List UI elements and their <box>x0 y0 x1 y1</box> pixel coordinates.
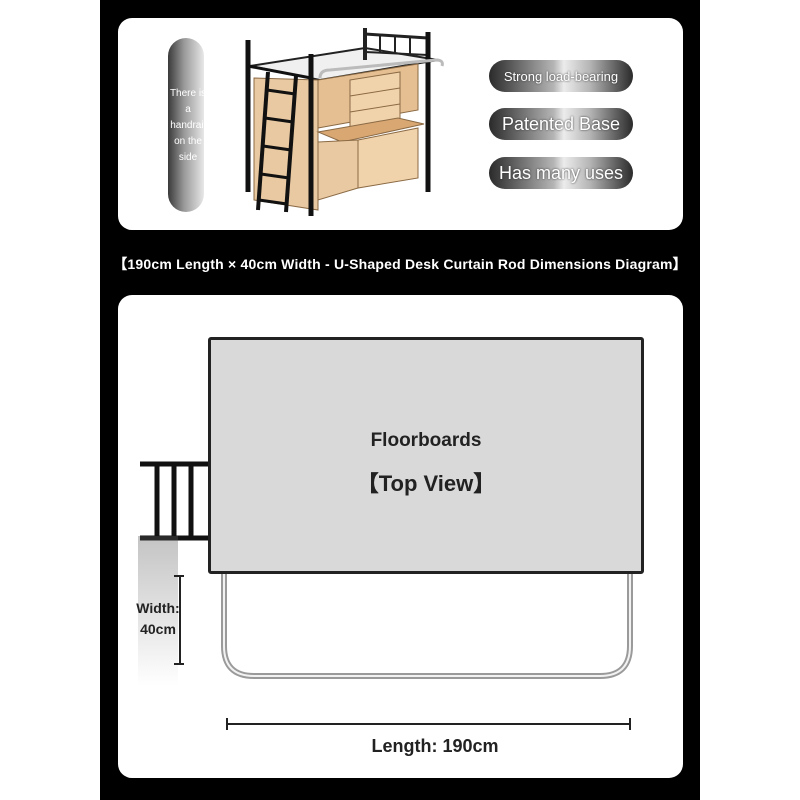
handrail-side-pill: There is a handrail on the side <box>168 38 204 212</box>
length-label: Length: 190cm <box>371 736 499 756</box>
feature-tag-patented-base: Patented Base <box>489 108 633 140</box>
side-handrail <box>140 461 208 541</box>
feature-tag-load-bearing: Strong load-bearing <box>489 60 633 92</box>
handrail-side-label: There is a handrail on the side <box>169 88 204 163</box>
top-view-label: 【Top View】 <box>356 471 496 496</box>
floorboards-label: Floorboards <box>370 430 482 451</box>
feature-tag-many-uses: Has many uses <box>489 157 633 189</box>
width-dimension-line <box>174 575 184 665</box>
width-label: Width: 40cm <box>136 600 180 637</box>
curtain-rod-u-shape <box>221 566 633 679</box>
length-dimension-line <box>226 718 631 730</box>
floorboard-top-view <box>208 337 644 574</box>
diagram-caption: 【190cm Length × 40cm Width - U-Shaped De… <box>113 256 687 272</box>
